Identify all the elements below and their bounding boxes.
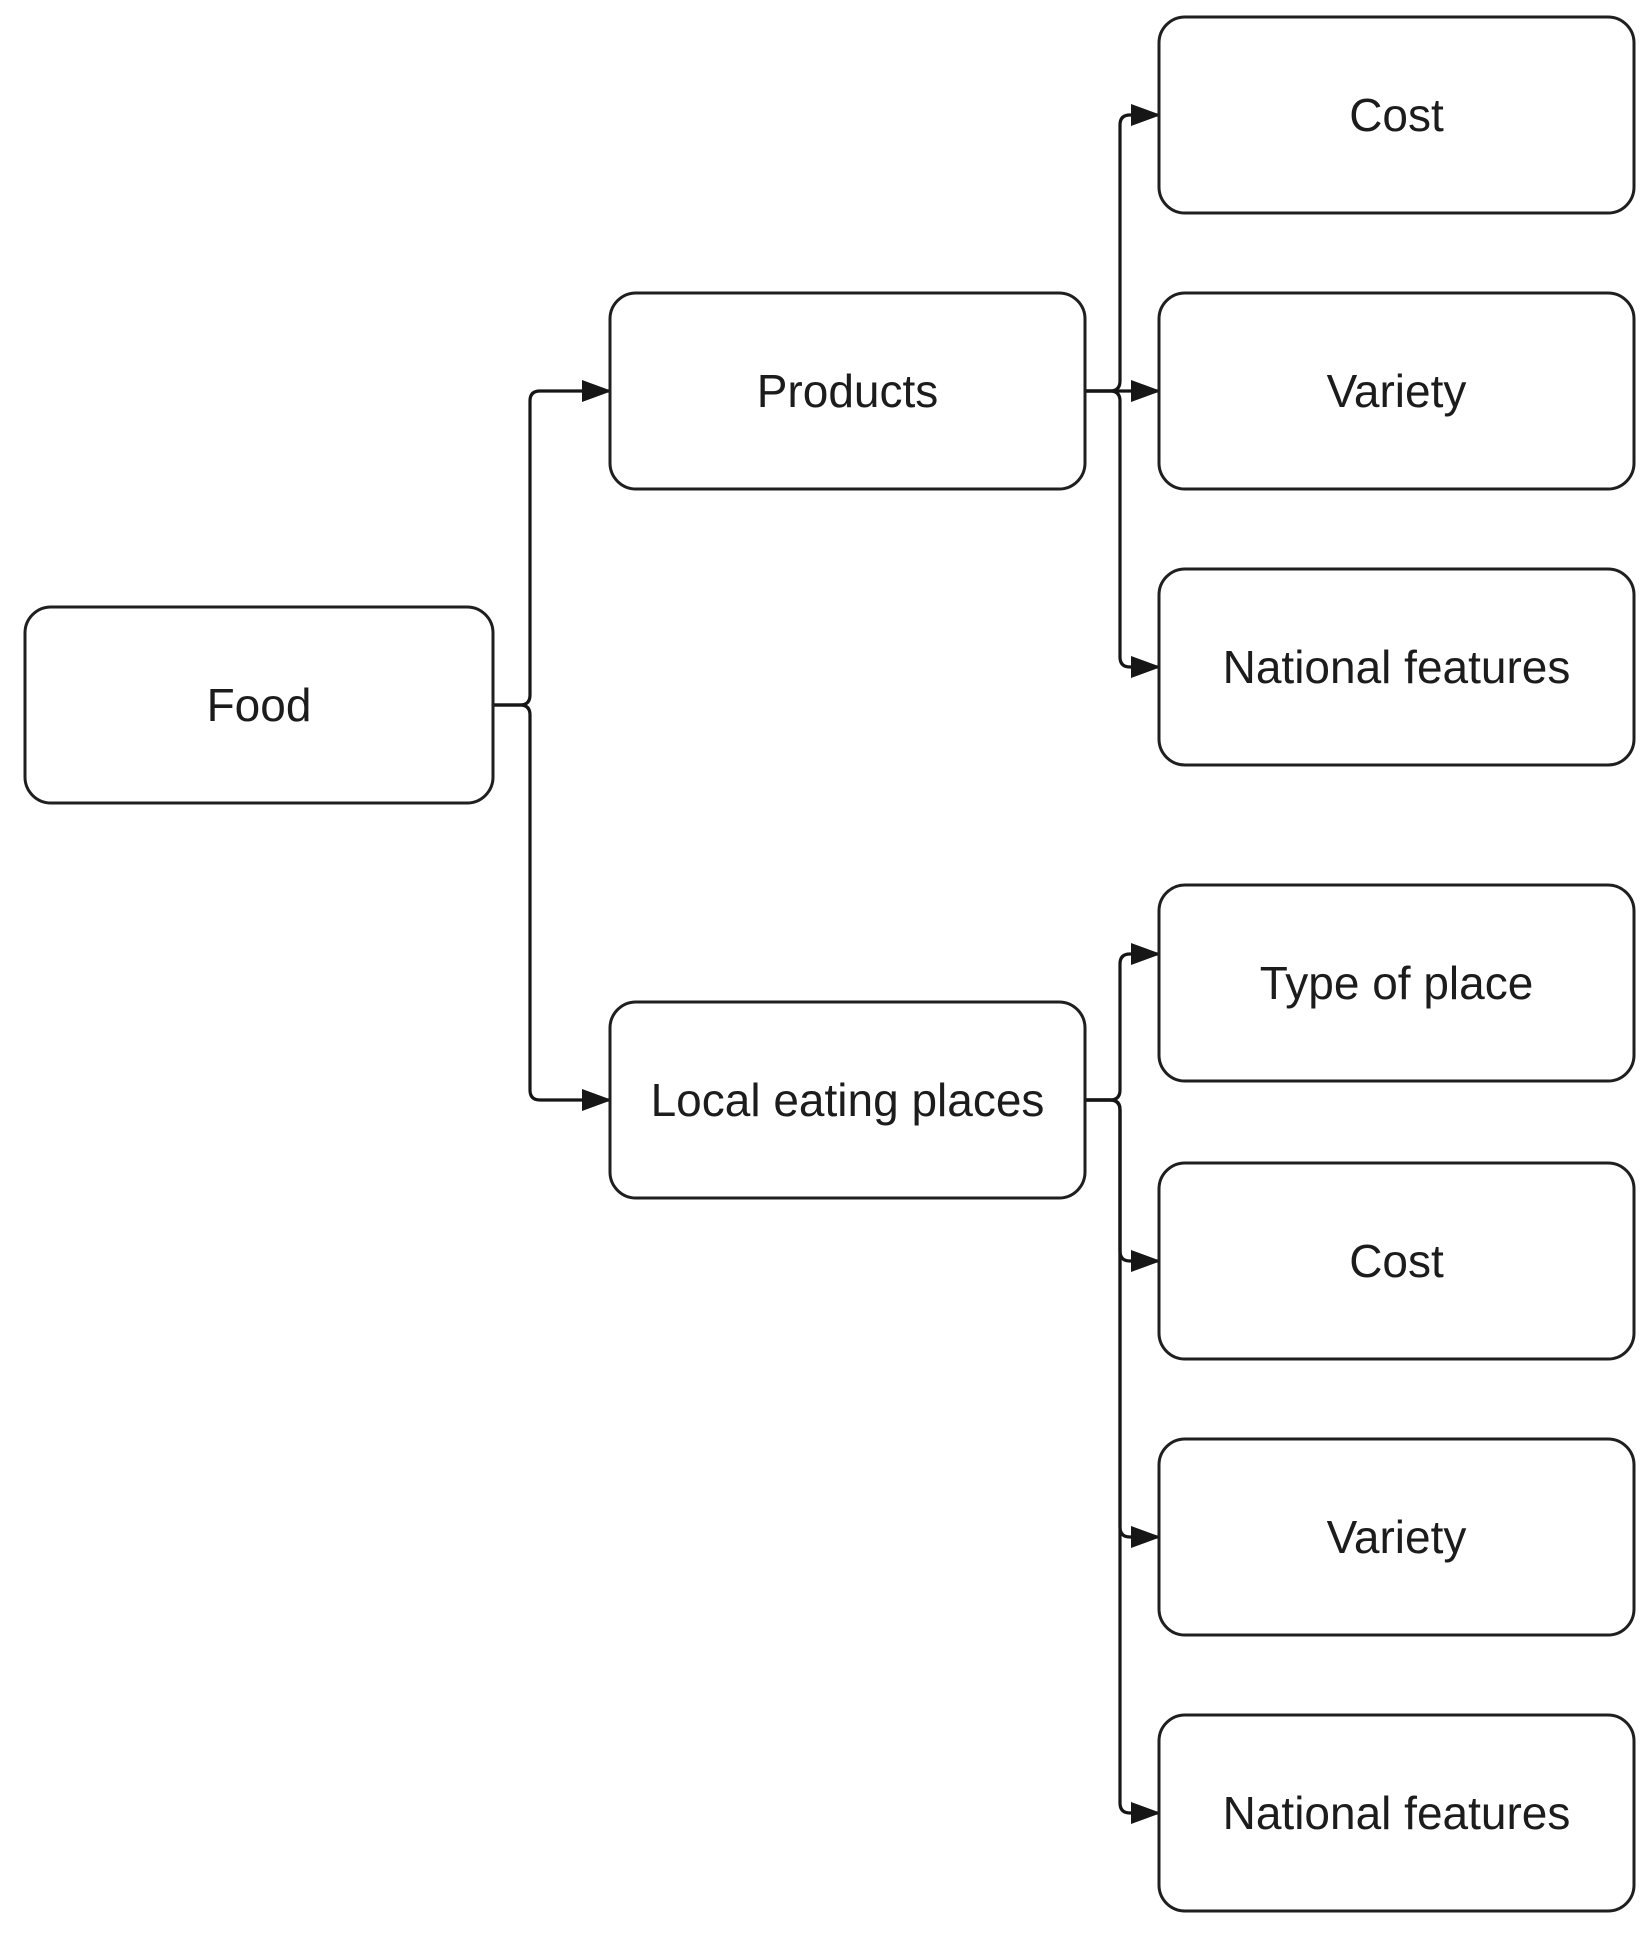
node-label: National features <box>1223 1787 1571 1839</box>
node-box <box>1157 291 1636 491</box>
node-cost-local: Cost <box>1157 1161 1636 1361</box>
node-national-features-local: National features <box>1157 1713 1636 1913</box>
node-label: Variety <box>1327 1511 1467 1563</box>
node-variety-products: Variety <box>1157 291 1636 491</box>
edge-products-national-features-products <box>1085 389 1161 678</box>
edge-local-eating-places-type-of-place <box>1085 943 1161 1102</box>
node-box <box>23 605 495 805</box>
node-label: Type of place <box>1260 957 1534 1009</box>
edge-local-eating-places-variety-local <box>1085 1098 1161 1548</box>
node-label: Products <box>757 365 939 417</box>
node-label: Variety <box>1327 365 1467 417</box>
node-food: Food <box>23 605 495 805</box>
node-box <box>608 1000 1087 1200</box>
node-label: Food <box>207 679 312 731</box>
edge-local-eating-places-national-features-local <box>1085 1098 1161 1824</box>
node-label: Cost <box>1349 89 1444 141</box>
node-box <box>1157 883 1636 1083</box>
edge-food-products <box>493 380 612 707</box>
edge-local-eating-places-cost-local <box>1085 1098 1161 1272</box>
edge-products-cost-products <box>1085 104 1161 393</box>
node-box <box>1157 15 1636 215</box>
node-national-features-products: National features <box>1157 567 1636 767</box>
node-box <box>1157 1437 1636 1637</box>
node-variety-local: Variety <box>1157 1437 1636 1637</box>
node-label: National features <box>1223 641 1571 693</box>
node-box <box>1157 1713 1636 1913</box>
node-local-eating-places: Local eating places <box>608 1000 1087 1200</box>
edge-food-local-eating-places <box>493 703 612 1111</box>
node-box <box>608 291 1087 491</box>
node-box <box>1157 1161 1636 1361</box>
node-cost-products: Cost <box>1157 15 1636 215</box>
node-box <box>1157 567 1636 767</box>
edge-layer <box>493 104 1161 1824</box>
node-type-of-place: Type of place <box>1157 883 1636 1083</box>
node-label: Cost <box>1349 1235 1444 1287</box>
node-products: Products <box>608 291 1087 491</box>
node-label: Local eating places <box>651 1074 1045 1126</box>
